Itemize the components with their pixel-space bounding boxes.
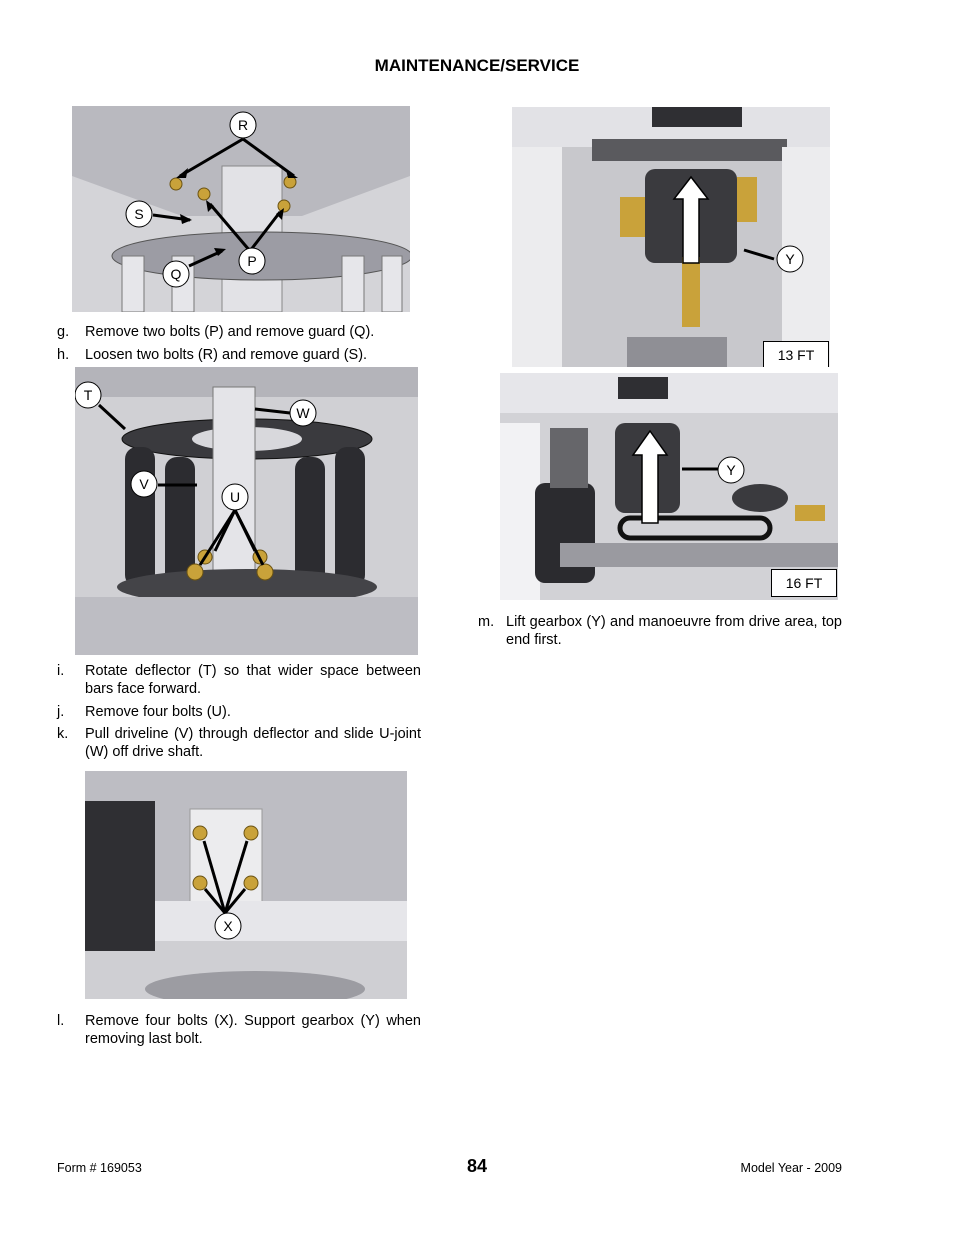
figure-gearbox-13ft-drawing: Y (512, 107, 830, 367)
footer-form-number: Form # 169053 (57, 1161, 142, 1175)
figure-gearbox-13ft: Y 13 FT (512, 107, 830, 367)
step-i: i. Rotate deflector (T) so that wider sp… (57, 662, 421, 698)
step-l: l. Remove four bolts (X). Support gearbo… (57, 1012, 421, 1048)
step-letter: g. (57, 324, 70, 340)
step-letter: j. (57, 704, 65, 720)
footer-page-number: 84 (466, 1156, 488, 1176)
step-k: k. Pull driveline (V) through deflector … (57, 725, 421, 761)
callout-w: W (296, 405, 310, 421)
step-text: Remove two bolts (P) and remove guard (Q… (85, 324, 375, 340)
page-title: MAINTENANCE/SERVICE (374, 56, 580, 75)
figure-gearbox-16ft-drawing: Y (500, 373, 838, 600)
step-text: Lift gearbox (Y) and manoeuvre from driv… (506, 614, 842, 648)
figure-gearbox-bolts: X (85, 771, 407, 999)
size-tag-13ft: 13 FT (763, 341, 829, 367)
callout-y: Y (726, 462, 736, 478)
figure-gearbox-16ft: Y 16 FT (500, 373, 838, 600)
step-letter: h. (57, 347, 70, 363)
callout-y: Y (785, 251, 795, 267)
callout-r: R (238, 117, 248, 133)
step-text: Remove four bolts (X). Support gearbox (… (85, 1013, 421, 1047)
callout-q: Q (171, 266, 182, 282)
figure-guard-removal-drawing: R S P Q (72, 106, 410, 312)
size-tag-16ft: 16 FT (771, 569, 837, 597)
step-text: Pull driveline (V) through deflector and… (85, 726, 421, 760)
figure-deflector: T W V U (75, 367, 418, 655)
step-text: Loosen two bolts (R) and remove guard (S… (85, 347, 368, 363)
callout-v: V (139, 476, 149, 492)
step-letter: m. (478, 614, 495, 630)
step-m: m. Lift gearbox (Y) and manoeuvre from d… (478, 613, 842, 649)
figure-gearbox-bolts-drawing: X (85, 771, 407, 999)
callout-p: P (247, 253, 256, 269)
callout-t: T (84, 387, 93, 403)
step-text: Rotate deflector (T) so that wider space… (85, 663, 421, 697)
callout-x: X (223, 918, 233, 934)
figure-deflector-drawing: T W V U (75, 367, 418, 655)
step-letter: i. (57, 663, 65, 679)
callout-s: S (134, 206, 143, 222)
figure-guard-removal: R S P Q (72, 106, 410, 312)
footer-model-year: Model Year - 2009 (740, 1161, 842, 1175)
step-letter: l. (57, 1013, 65, 1029)
step-text: Remove four bolts (U). (85, 704, 231, 720)
callout-u: U (230, 489, 240, 505)
step-letter: k. (57, 726, 69, 742)
